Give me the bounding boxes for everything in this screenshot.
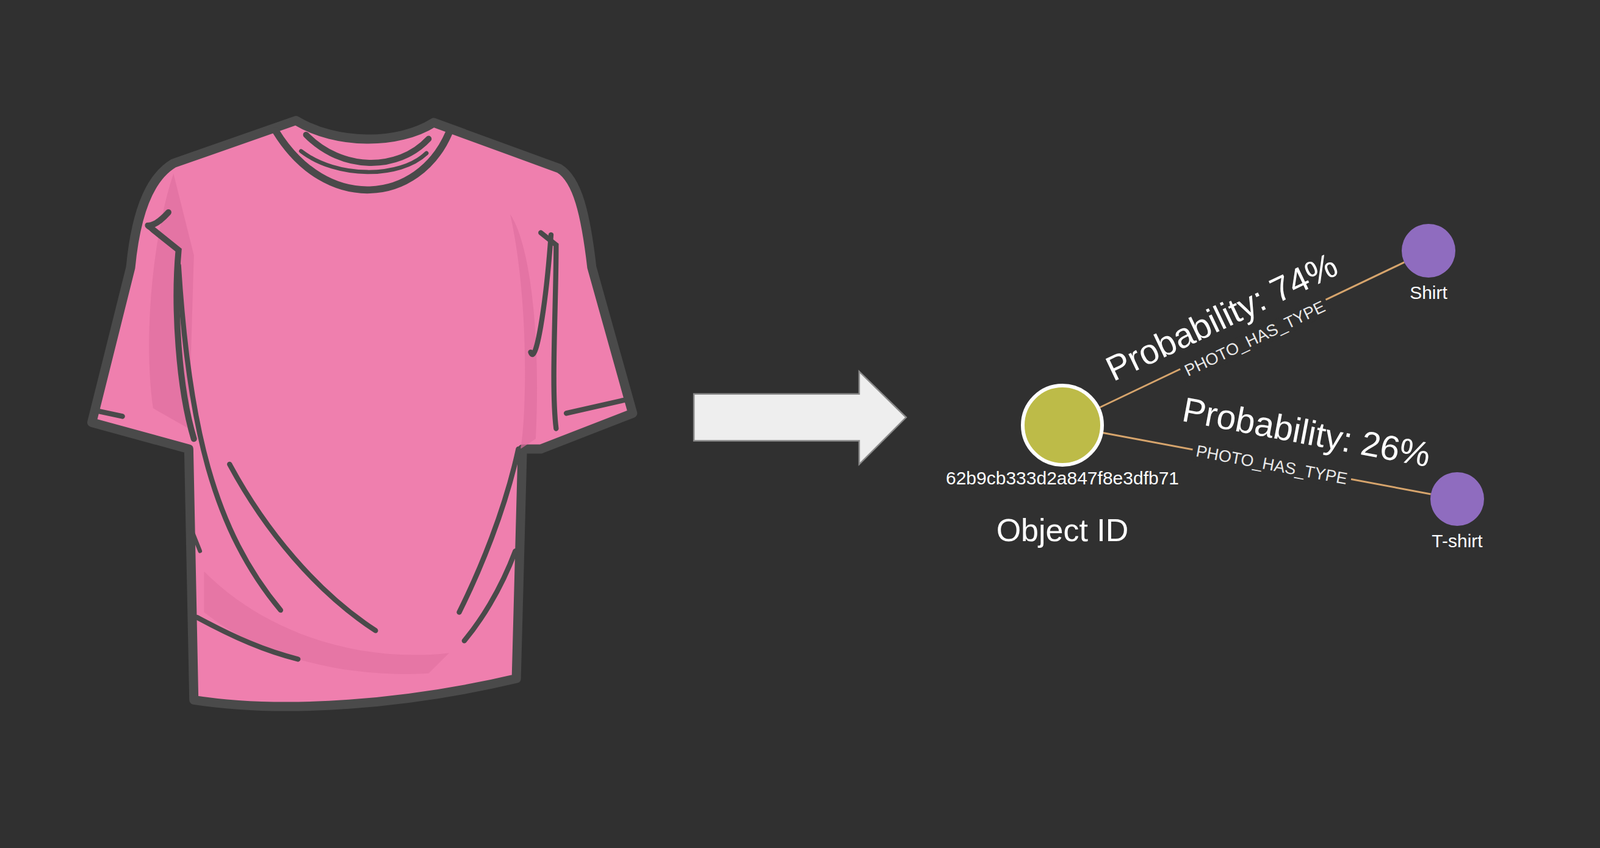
type-node: Shirt xyxy=(1401,223,1456,304)
node-circle xyxy=(1401,223,1456,278)
t-shirt-illustration xyxy=(91,120,633,707)
node-circle xyxy=(1020,383,1104,467)
node-circle xyxy=(1430,472,1485,527)
type-label: T-shirt xyxy=(1431,530,1483,553)
flow-arrow xyxy=(693,371,907,465)
type-node: T-shirt xyxy=(1430,472,1485,553)
object-id-caption: Object ID xyxy=(996,512,1129,550)
object-node: 62b9cb333d2a847f8e3dfb71Object ID xyxy=(945,383,1179,549)
object-id-hash: 62b9cb333d2a847f8e3dfb71 xyxy=(945,468,1179,490)
type-label: Shirt xyxy=(1409,282,1448,304)
